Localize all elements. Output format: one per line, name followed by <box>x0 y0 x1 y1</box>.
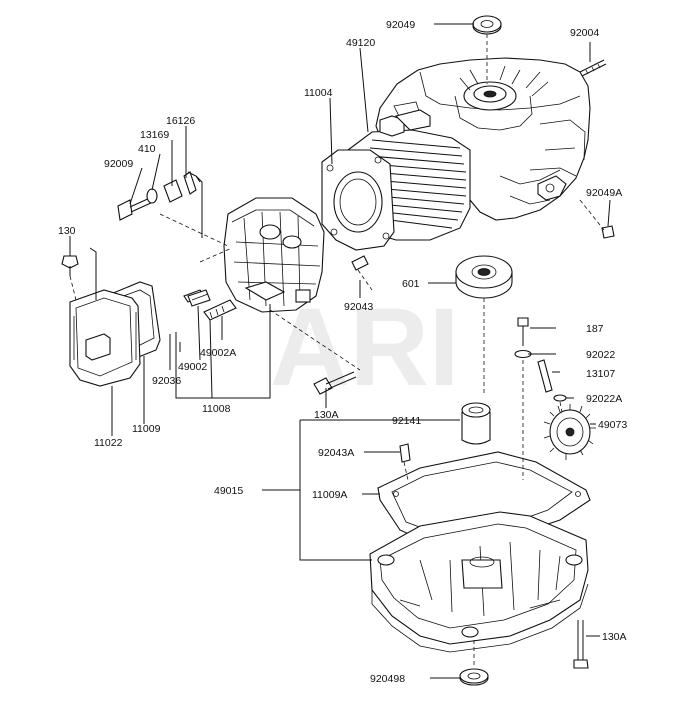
label-92049B: 920498 <box>370 673 405 685</box>
label-49002A: 49002A <box>200 347 236 359</box>
bolt-187-part <box>517 317 529 346</box>
bushing-92141-part <box>461 402 491 445</box>
gear-49073-part <box>543 404 596 460</box>
label-11008: 11008 <box>202 403 231 415</box>
label-13169: 13169 <box>140 129 169 141</box>
label-11009: 11009 <box>132 423 161 435</box>
label-130: 130 <box>58 225 76 237</box>
dowel-92043-part <box>351 255 369 271</box>
label-49120: 49120 <box>346 37 375 49</box>
label-13107: 13107 <box>586 368 615 380</box>
label-11009A: 11009A <box>312 489 347 501</box>
label-92141: 92141 <box>392 415 421 427</box>
head-gasket-part <box>321 149 395 251</box>
group-brackets <box>89 171 460 561</box>
dowel-92043A-part <box>399 443 411 463</box>
washer-410-part <box>146 188 158 204</box>
bolt-130A-mid-part <box>313 371 357 395</box>
label-92022A: 92022A <box>586 393 622 405</box>
shaft-13107-part <box>537 359 553 393</box>
label-92004: 92004 <box>570 27 599 39</box>
label-49015: 49015 <box>214 485 243 497</box>
alignment-lines <box>69 34 605 668</box>
valve-guide-49002A-part <box>203 299 237 321</box>
rocker-cover-part <box>69 289 141 387</box>
label-410: 410 <box>138 143 156 155</box>
bracket-16126-part <box>183 171 197 195</box>
oil-seal-bottom-part <box>459 668 489 686</box>
crankcase-cover-part <box>369 511 589 653</box>
label-11004: 11004 <box>304 87 333 99</box>
label-16126: 16126 <box>166 115 195 127</box>
label-130A-mid: 130A <box>314 409 339 421</box>
label-92049: 92049 <box>386 19 415 31</box>
cylinder-head-part <box>223 197 325 313</box>
label-11022: 11022 <box>94 437 123 449</box>
plug-92049A-part <box>601 225 615 239</box>
label-92009: 92009 <box>104 158 133 170</box>
bolt-130-part <box>61 255 79 276</box>
label-130A-bottom: 130A <box>602 631 627 643</box>
label-92043: 92043 <box>344 301 373 313</box>
leader-lines <box>69 23 611 679</box>
bolt-130A-bottom-part <box>573 620 589 669</box>
part-labels: 92049 92004 49120 11004 16126 13169 410 … <box>58 19 627 685</box>
bearing-601-part <box>455 255 513 299</box>
label-49073: 49073 <box>598 419 627 431</box>
label-601: 601 <box>402 278 420 290</box>
washer-92022A-part <box>553 394 567 402</box>
label-92049A: 92049A <box>586 187 622 199</box>
valve-guide-49002-part <box>183 289 211 307</box>
plate-13169-part <box>163 179 183 203</box>
label-49002: 49002 <box>178 361 207 373</box>
label-92043A: 92043A <box>318 447 354 459</box>
label-92036: 92036 <box>152 375 181 387</box>
label-187: 187 <box>586 323 604 335</box>
stud-92004-part <box>579 59 607 77</box>
label-92022: 92022 <box>586 349 615 361</box>
oil-seal-top-part <box>472 15 502 35</box>
